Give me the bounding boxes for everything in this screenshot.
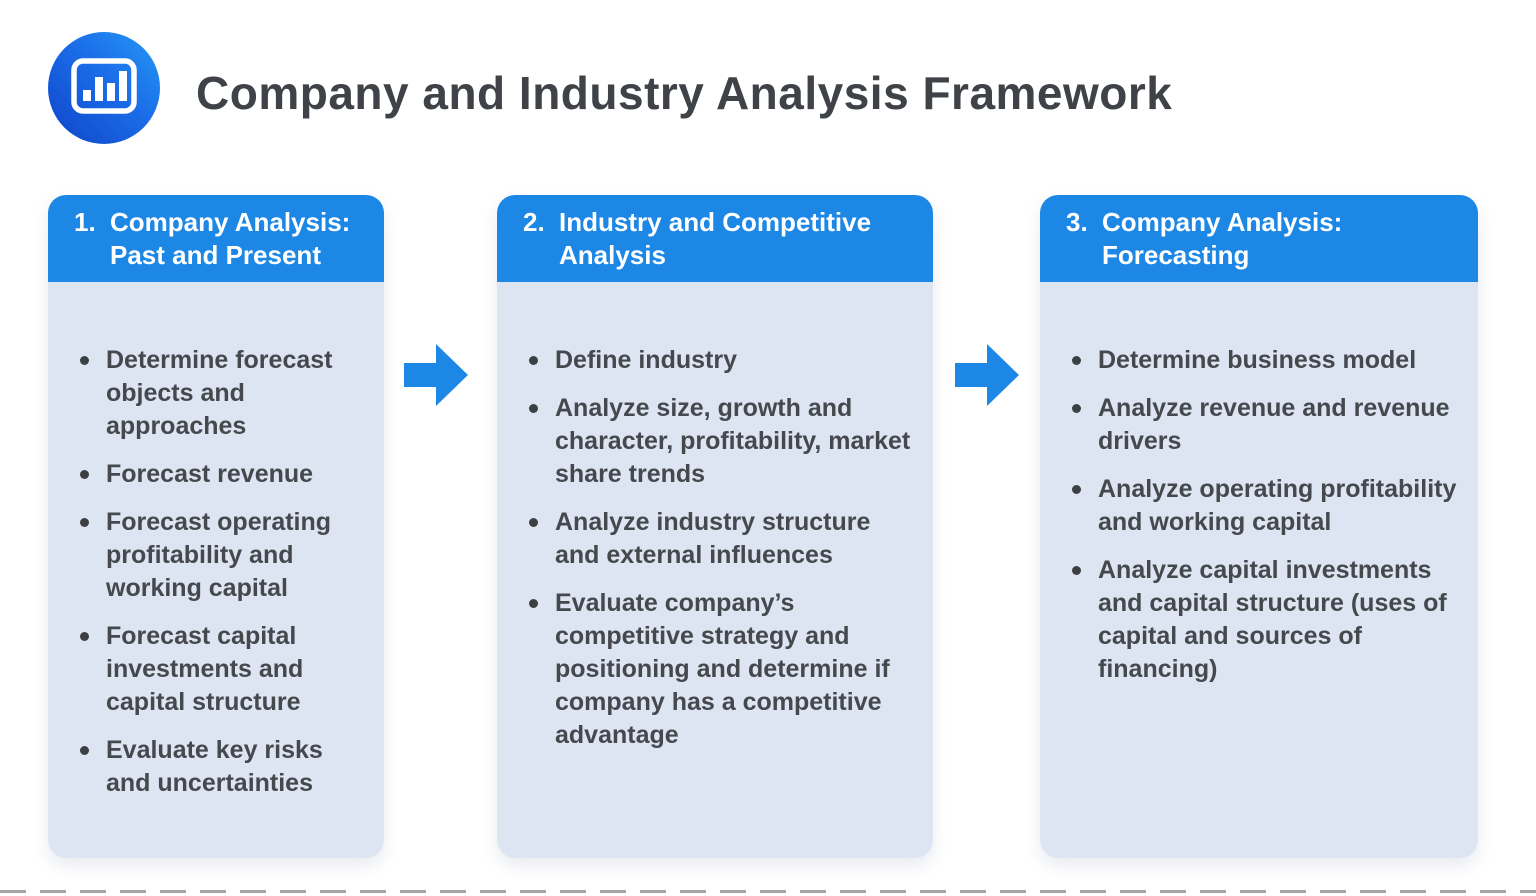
card-number: 2. — [523, 207, 545, 237]
card-title: Company Analysis: Forecasting — [1102, 207, 1343, 270]
bullet-item: Evaluate company’s competitive strategy … — [527, 587, 913, 752]
bullet-list: Determine business model Analyze revenue… — [1070, 344, 1458, 686]
logo-badge — [48, 32, 160, 144]
card-number: 1. — [74, 207, 96, 237]
card-company-analysis-past-present: 1. Company Analysis: Past and Present De… — [48, 195, 384, 858]
bullet-list: Define industry Analyze size, growth and… — [527, 344, 913, 752]
bullet-item: Forecast operating profitability and wor… — [78, 506, 364, 605]
bullet-item: Define industry — [527, 344, 913, 377]
card-header: 1. Company Analysis: Past and Present — [48, 195, 384, 282]
card-body: Determine forecast objects and approache… — [48, 282, 384, 858]
bullet-item: Analyze revenue and revenue drivers — [1070, 392, 1458, 458]
card-header: 3. Company Analysis: Forecasting — [1040, 195, 1478, 282]
card-company-analysis-forecasting: 3. Company Analysis: Forecasting Determi… — [1040, 195, 1478, 858]
card-body: Determine business model Analyze revenue… — [1040, 282, 1478, 858]
arrow-right-icon — [955, 342, 1021, 408]
card-industry-competitive-analysis: 2. Industry and Competitive Analysis Def… — [497, 195, 933, 858]
page-title: Company and Industry Analysis Framework — [196, 67, 1173, 119]
card-number: 3. — [1066, 207, 1088, 237]
bullet-item: Analyze industry structure and external … — [527, 506, 913, 572]
arrow-right-icon — [404, 342, 470, 408]
bar-chart-icon — [71, 57, 137, 119]
bullet-item: Analyze capital investments and capital … — [1070, 554, 1458, 686]
card-body: Define industry Analyze size, growth and… — [497, 282, 933, 858]
bullet-list: Determine forecast objects and approache… — [78, 344, 364, 800]
bottom-dashed-divider — [0, 890, 1536, 893]
card-title: Company Analysis: Past and Present — [110, 207, 351, 270]
bullet-item: Determine business model — [1070, 344, 1458, 377]
bullet-item: Determine forecast objects and approache… — [78, 344, 364, 443]
card-header: 2. Industry and Competitive Analysis — [497, 195, 933, 282]
card-title: Industry and Competitive Analysis — [559, 207, 872, 270]
bullet-item: Forecast revenue — [78, 458, 364, 491]
bullet-item: Analyze size, growth and character, prof… — [527, 392, 913, 491]
bullet-item: Forecast capital investments and capital… — [78, 620, 364, 719]
bullet-item: Analyze operating profitability and work… — [1070, 473, 1458, 539]
bullet-item: Evaluate key risks and uncertainties — [78, 734, 364, 800]
